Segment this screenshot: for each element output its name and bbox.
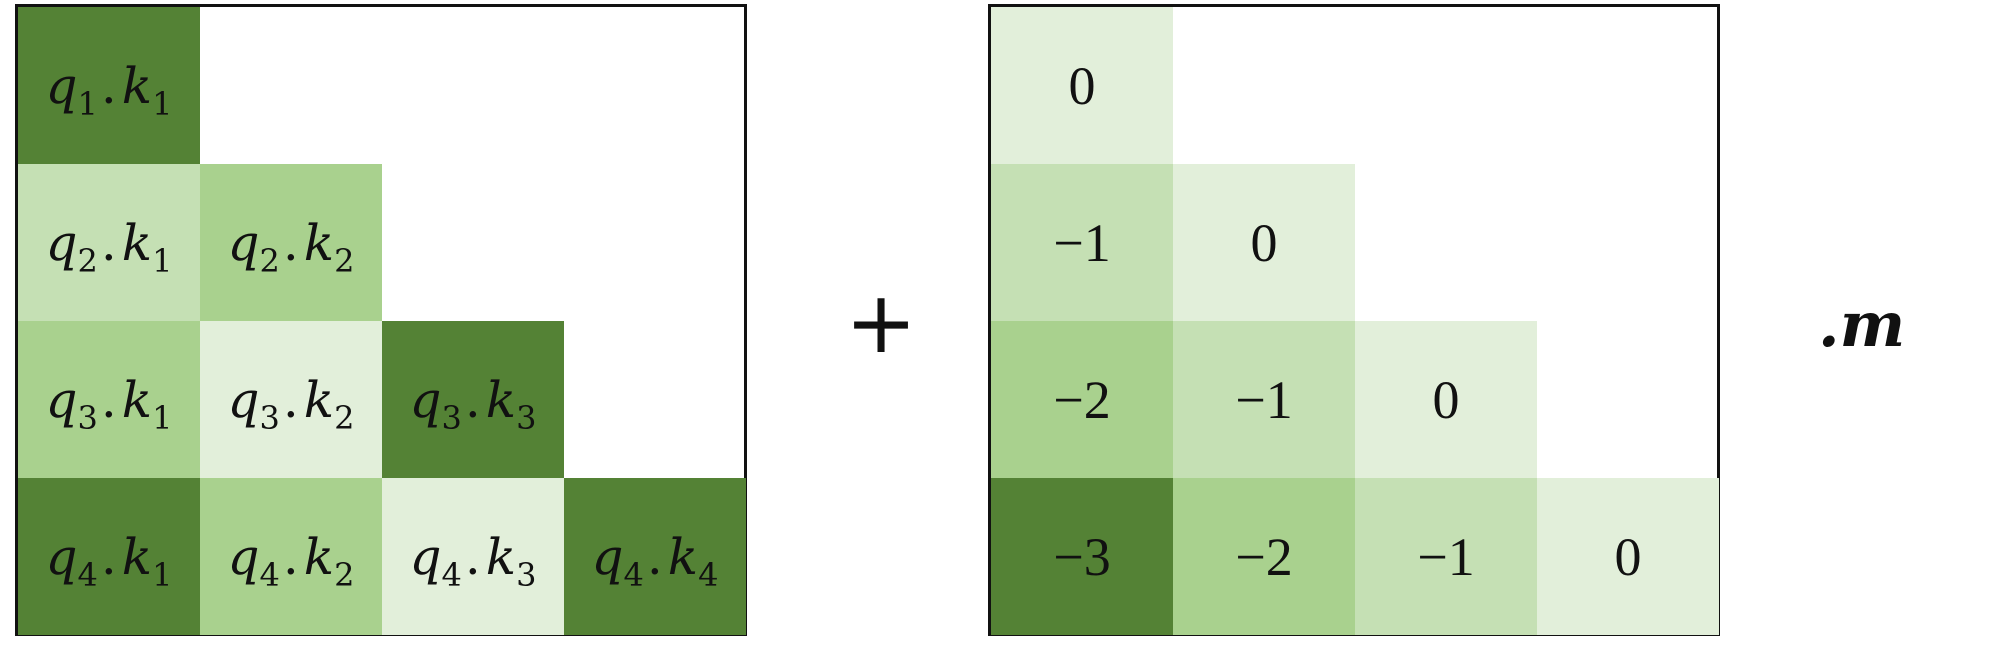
query-symbol: q <box>45 370 78 429</box>
bias-cell: −1 <box>991 164 1173 321</box>
dot-product-symbol: . <box>646 527 663 586</box>
query-index: 3 <box>441 398 462 437</box>
query-symbol: q <box>409 527 442 586</box>
key-symbol: k <box>303 213 335 272</box>
key-symbol: k <box>303 527 335 586</box>
query-index: 1 <box>77 84 98 123</box>
key-symbol: k <box>121 370 153 429</box>
key-symbol: k <box>485 527 517 586</box>
qk-cell: q2.k2 <box>200 164 382 321</box>
key-symbol: k <box>121 213 153 272</box>
dot-product-symbol: . <box>100 56 117 115</box>
qk-label: q4.k4 <box>591 527 719 591</box>
query-index: 4 <box>441 555 462 594</box>
bias-cell: −2 <box>1173 478 1355 635</box>
key-symbol: k <box>121 56 153 115</box>
qk-cell: q3.k3 <box>382 321 564 478</box>
key-index: 4 <box>698 555 719 594</box>
qk-label: q3.k3 <box>409 370 537 434</box>
query-index: 3 <box>77 398 98 437</box>
query-index: 3 <box>259 398 280 437</box>
bias-cell: −1 <box>1173 321 1355 478</box>
qk-label: q1.k1 <box>45 56 173 120</box>
key-symbol: k <box>303 370 335 429</box>
key-index: 2 <box>334 241 355 280</box>
query-symbol: q <box>45 527 78 586</box>
key-index: 1 <box>152 555 173 594</box>
query-symbol: q <box>45 213 78 272</box>
bias-cell: 0 <box>1173 164 1355 321</box>
query-symbol: q <box>227 213 260 272</box>
query-symbol: q <box>591 527 624 586</box>
bias-cell: 0 <box>991 7 1173 164</box>
qk-cell: q4.k2 <box>200 478 382 635</box>
bias-cell: −3 <box>991 478 1173 635</box>
query-symbol: q <box>227 527 260 586</box>
dot-product-symbol: . <box>100 370 117 429</box>
query-symbol: q <box>227 370 260 429</box>
bias-cell: 0 <box>1537 478 1719 635</box>
qk-cell: q2.k1 <box>18 164 200 321</box>
key-index: 1 <box>152 84 173 123</box>
key-index: 1 <box>152 241 173 280</box>
dot-product-symbol: . <box>282 370 299 429</box>
plus-operator: + <box>845 273 918 373</box>
key-index: 1 <box>152 398 173 437</box>
query-symbol: q <box>409 370 442 429</box>
qk-label: q4.k1 <box>45 527 173 591</box>
qk-label: q3.k1 <box>45 370 173 434</box>
bias-cell: −1 <box>1355 478 1537 635</box>
dot-product-symbol: . <box>282 213 299 272</box>
query-symbol: q <box>45 56 78 115</box>
key-symbol: k <box>485 370 517 429</box>
dot-product-symbol: . <box>100 527 117 586</box>
query-index: 4 <box>623 555 644 594</box>
key-index: 3 <box>516 398 537 437</box>
slope-m-multiplier: .m <box>1818 288 1906 361</box>
qk-cell: q4.k1 <box>18 478 200 635</box>
bias-cell: 0 <box>1355 321 1537 478</box>
qk-cell: q3.k1 <box>18 321 200 478</box>
qk-cell: q4.k4 <box>564 478 746 635</box>
qk-label: q2.k1 <box>45 213 173 277</box>
qk-cell: q4.k3 <box>382 478 564 635</box>
key-symbol: k <box>667 527 699 586</box>
query-index: 4 <box>77 555 98 594</box>
key-symbol: k <box>121 527 153 586</box>
key-index: 2 <box>334 555 355 594</box>
query-index: 2 <box>77 241 98 280</box>
qk-label: q4.k3 <box>409 527 537 591</box>
qk-label: q2.k2 <box>227 213 355 277</box>
qk-label: q3.k2 <box>227 370 355 434</box>
dot-product-symbol: . <box>100 213 117 272</box>
query-index: 2 <box>259 241 280 280</box>
qk-cell: q1.k1 <box>18 7 200 164</box>
dot-product-symbol: . <box>282 527 299 586</box>
dot-product-symbol: . <box>464 527 481 586</box>
dot-product-symbol: . <box>464 370 481 429</box>
key-index: 3 <box>516 555 537 594</box>
key-index: 2 <box>334 398 355 437</box>
bias-cell: −2 <box>991 321 1173 478</box>
qk-label: q4.k2 <box>227 527 355 591</box>
query-index: 4 <box>259 555 280 594</box>
qk-cell: q3.k2 <box>200 321 382 478</box>
